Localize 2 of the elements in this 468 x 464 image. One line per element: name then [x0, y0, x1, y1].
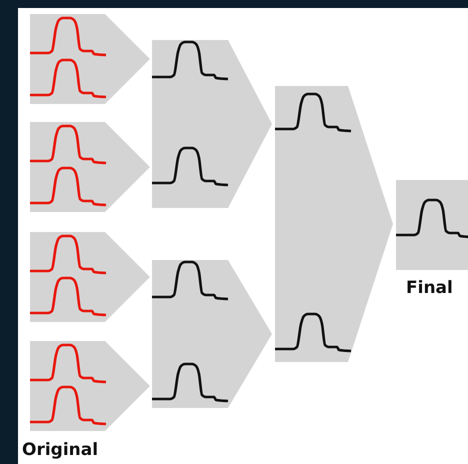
stage-label: Final — [406, 278, 453, 298]
column-label: Original — [22, 440, 98, 460]
